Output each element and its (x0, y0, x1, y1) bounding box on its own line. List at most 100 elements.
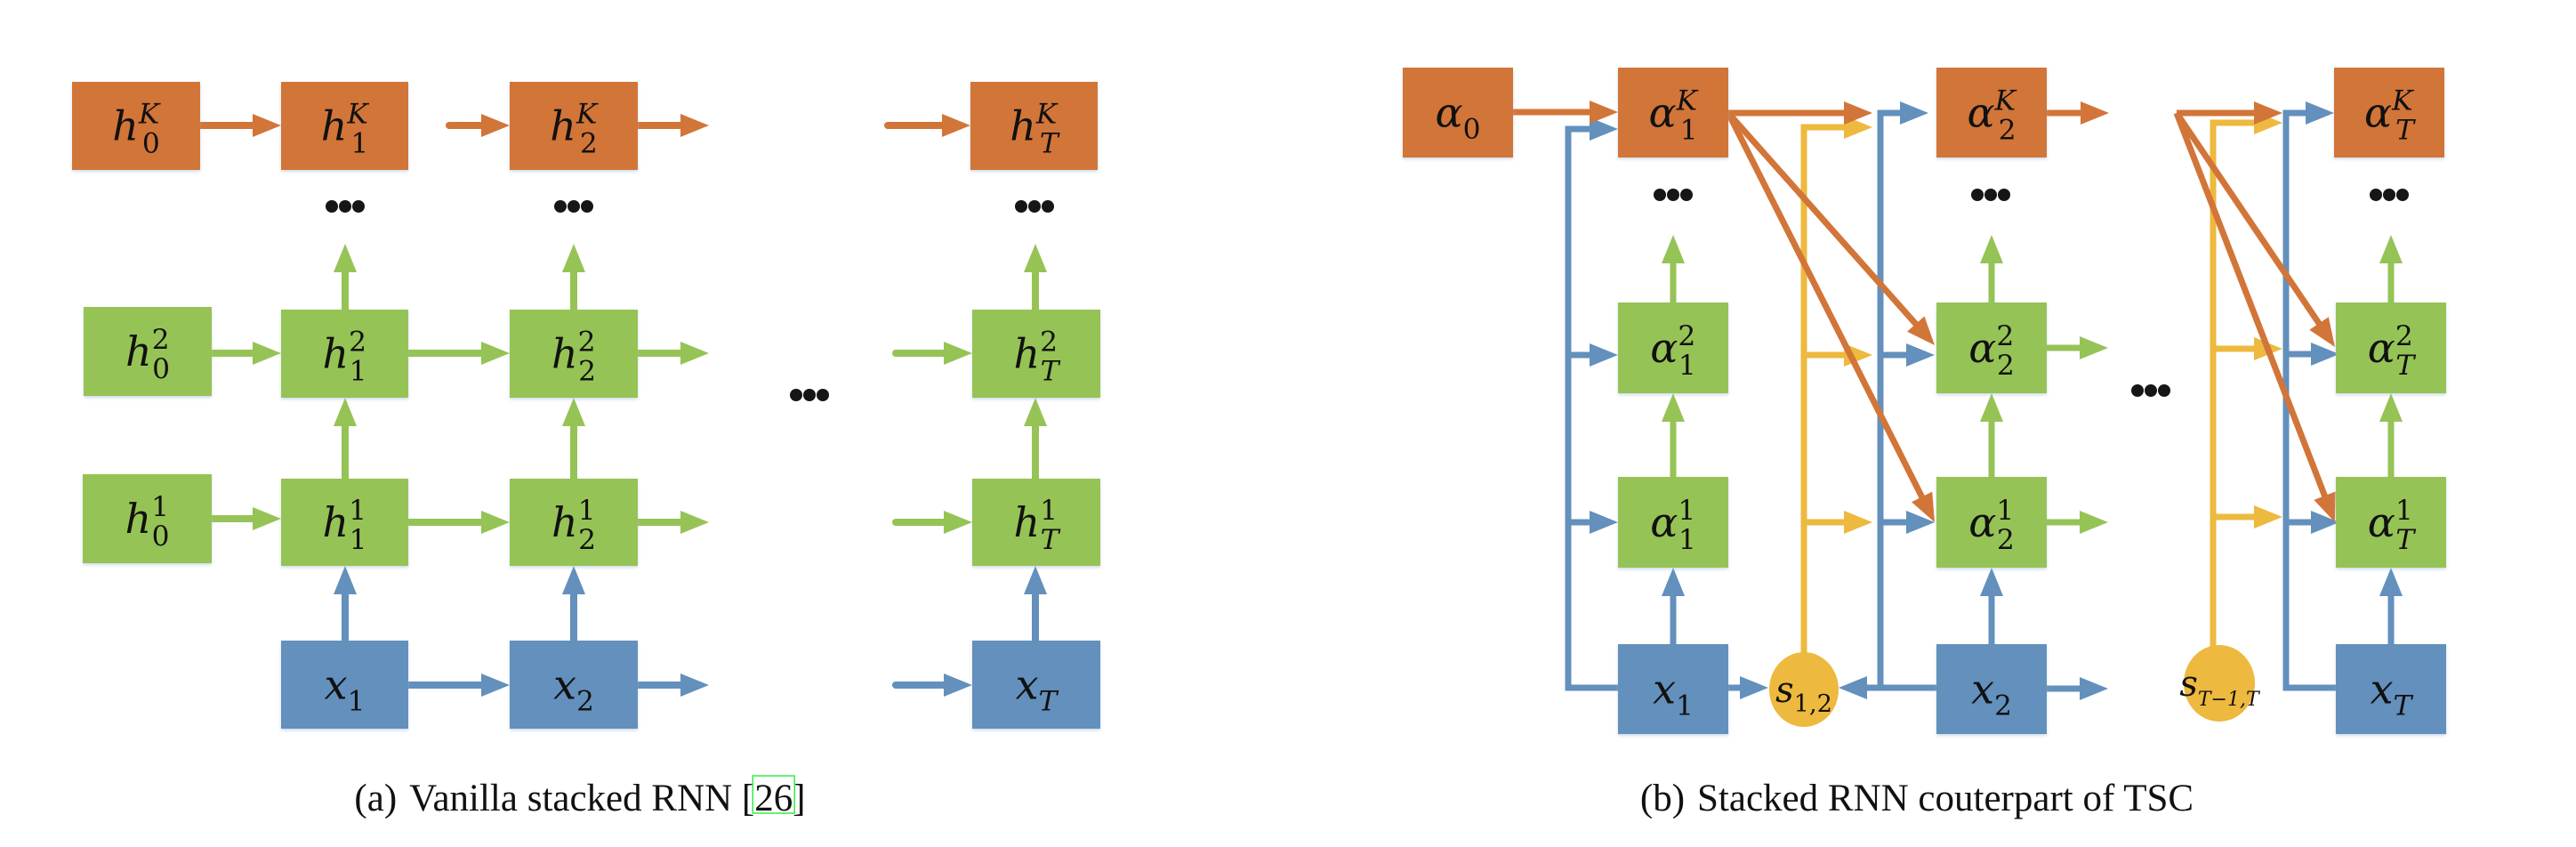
arrow-h21-up-head (562, 398, 585, 426)
node-x1: x1 (281, 641, 408, 729)
caption-b-text: Stacked RNN couterpart of TSC (1697, 778, 2194, 819)
node-x1-label: x1 (325, 661, 366, 718)
arrow-into-aT1-head (2314, 491, 2336, 522)
label-superscript: 1 (1040, 495, 1058, 527)
arrow-h0K-h1K (200, 114, 281, 137)
arrow-h12-h22 (408, 342, 510, 365)
arrow-bus1-a1K-head (1590, 117, 1618, 141)
arrow-a21-up-head (1980, 393, 2003, 422)
label-subscript: 2 (578, 524, 596, 556)
caption-a: (a)Vanilla stacked RNN [26] (354, 778, 805, 819)
arrow-h01-h11 (212, 507, 281, 530)
node-h21-shape (510, 479, 638, 566)
label-base: h (1013, 330, 1040, 378)
label-base: α (1650, 498, 1678, 546)
label-subscript: T−1,T (2198, 689, 2261, 711)
arrow-h11-h21-head (481, 511, 510, 534)
arrow-out-h21-head (680, 511, 709, 534)
arrow-into-aT1 (2173, 111, 2336, 522)
label-subscript: 1 (1676, 690, 1694, 722)
label-superscript: 1 (2395, 495, 2413, 527)
label-subscript: 1,2 (1794, 690, 1832, 718)
label-base: x (2371, 666, 2394, 714)
label-base: α (1968, 89, 1995, 137)
arrow-a1K-a22 (1726, 110, 1935, 345)
label-base: h (322, 330, 349, 378)
arrow-a22-up (1980, 235, 2003, 302)
node-bxT-label: xT (2371, 666, 2414, 722)
arrow-x2-s12 (1839, 676, 1882, 699)
arrow-into-h2K-head (481, 114, 510, 137)
label-subscript: 1 (350, 355, 367, 387)
node-a21-shape (1936, 477, 2047, 568)
arrow-bus1-a11 (1568, 511, 1618, 534)
arrow-bus1-a11-head (1590, 511, 1618, 534)
blue-bus-1 (1565, 125, 1618, 691)
label-superscript: 1 (349, 495, 366, 527)
arrow-bus2-a21-head (1906, 511, 1935, 534)
ellipsis-dot (790, 389, 802, 401)
label-subscript: 2 (1999, 114, 2017, 146)
blue-bus-2 (1877, 109, 1936, 691)
label-subscript: 1 (1678, 350, 1696, 382)
arrow-out-x2-head (2080, 677, 2108, 700)
arrow-out-a21-head (2080, 511, 2108, 534)
ellipsis-dot (1680, 189, 1693, 201)
panel-b-ellipses (1654, 189, 2409, 397)
label-subscript: 2 (580, 127, 598, 159)
arrow-bx2-up (1980, 568, 2003, 644)
label-superscript: K (1676, 85, 1699, 117)
arrow-busT-aTK (2286, 101, 2334, 125)
label-subscript: 0 (152, 520, 170, 553)
node-bx2-label: x2 (1971, 666, 2012, 722)
panel-b-edges (1513, 101, 2403, 700)
label-base: h (550, 102, 576, 150)
label-base: α (1968, 324, 1996, 372)
ellipsis-dot (2383, 189, 2395, 201)
arrow-s12-top (1804, 116, 1872, 139)
ellipsis-time (790, 389, 829, 401)
label-base: α (1968, 498, 1996, 546)
ellipsis-dot (326, 200, 338, 213)
label-base: h (125, 327, 152, 375)
ellipsis-dot (1654, 189, 1666, 201)
arrow-into-aT1-shaft (2173, 111, 2329, 498)
node-a0-label: α0 (1436, 89, 1481, 146)
ellipsis-dot (1028, 200, 1041, 213)
arrow-a11-up (1662, 393, 1685, 477)
citation-link[interactable]: 26 (754, 778, 793, 819)
label-subscript: T (2395, 350, 2416, 382)
node-h02-shape (84, 307, 212, 396)
arrow-bus1-a12-head (1590, 343, 1618, 367)
arrow-into-aT2-head (2309, 317, 2335, 347)
ellipsis-bcol1 (1654, 189, 1693, 201)
label-subscript: T (1040, 127, 1060, 159)
ellipsis-dot (2396, 189, 2409, 201)
arrow-bxT-up-head (2379, 568, 2403, 596)
node-bx2: x2 (1936, 644, 2047, 734)
arrow-out-h2K-head (680, 114, 709, 137)
label-subscript: T (1039, 685, 1059, 717)
node-a1K-shape (1618, 68, 1728, 157)
arrow-busT-aT1-head (2311, 511, 2339, 534)
arrow-busT-aT2-head (2311, 343, 2339, 366)
citation-link-box[interactable] (752, 775, 795, 814)
yellow-bus-T (2210, 119, 2250, 649)
arrow-bus2-a22-head (1906, 343, 1935, 367)
arrow-into-aT-top (2177, 101, 2282, 125)
ellipsis-dot (1984, 189, 1997, 201)
